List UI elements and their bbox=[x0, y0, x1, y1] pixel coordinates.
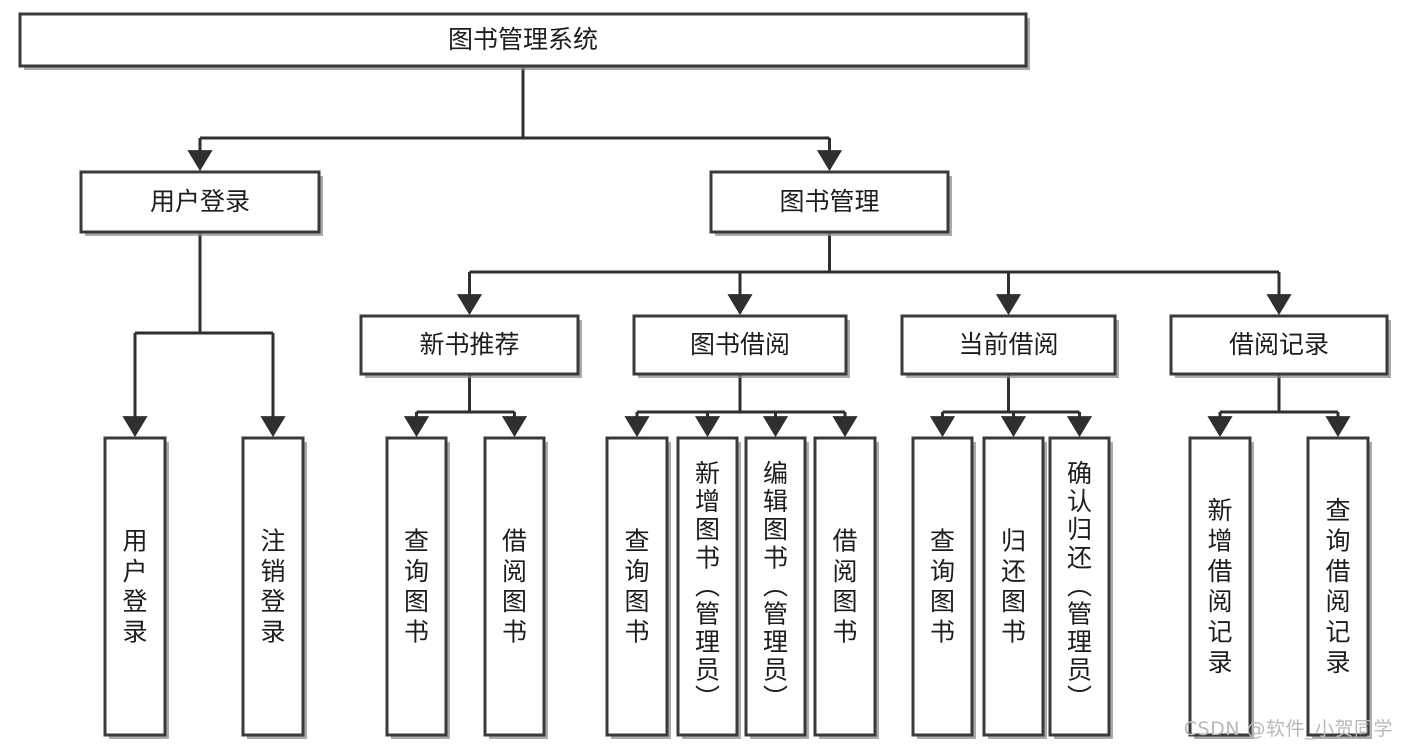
node-label: 新书推荐 bbox=[419, 330, 519, 359]
node-新增借阅记录[interactable]: 新增借阅记录 bbox=[1188, 436, 1254, 739]
node-查询图书[interactable]: 查询图书 bbox=[385, 436, 450, 739]
node-借阅图书[interactable]: 借阅图书 bbox=[813, 436, 879, 739]
node-图书管理系统[interactable]: 图书管理系统 bbox=[18, 12, 1030, 70]
node-label: 确认归还︵管理员︶ bbox=[1067, 459, 1092, 713]
node-label: 查询图书 bbox=[930, 526, 955, 646]
node-label: 图书借阅 bbox=[690, 330, 790, 359]
node-label: 查询图书 bbox=[404, 526, 429, 646]
node-label: 新增图书︵管理员︶ bbox=[695, 459, 720, 713]
node-编辑图书管理员[interactable]: 编辑图书︵管理员︶ bbox=[744, 436, 809, 739]
node-查询图书[interactable]: 查询图书 bbox=[605, 436, 671, 739]
node-label: 借阅记录 bbox=[1229, 330, 1329, 359]
connector-lines bbox=[122, 66, 1351, 438]
node-注销登录[interactable]: 注销登录 bbox=[241, 436, 307, 739]
node-新增图书管理员[interactable]: 新增图书︵管理员︶ bbox=[676, 436, 741, 739]
node-借阅记录[interactable]: 借阅记录 bbox=[1169, 314, 1391, 378]
node-label: 新增借阅记录 bbox=[1207, 496, 1232, 677]
node-label: 借阅图书 bbox=[832, 526, 857, 646]
node-label: 编辑图书︵管理员︶ bbox=[763, 459, 788, 713]
node-查询图书[interactable]: 查询图书 bbox=[911, 436, 976, 739]
node-label: 当前借阅 bbox=[958, 330, 1058, 359]
node-用户登录[interactable]: 用户登录 bbox=[103, 436, 169, 739]
node-查询借阅记录[interactable]: 查询借阅记录 bbox=[1306, 436, 1372, 739]
node-图书借阅[interactable]: 图书借阅 bbox=[632, 314, 850, 378]
node-当前借阅[interactable]: 当前借阅 bbox=[900, 314, 1119, 378]
node-确认归还管理员[interactable]: 确认归还︵管理员︶ bbox=[1048, 436, 1113, 739]
node-图书管理[interactable]: 图书管理 bbox=[709, 170, 952, 236]
node-label: 查询借阅记录 bbox=[1325, 496, 1350, 677]
node-label: 图书管理系统 bbox=[448, 25, 598, 54]
node-boxes: 图书管理系统用户登录图书管理新书推荐图书借阅当前借阅借阅记录用户登录注销登录查询… bbox=[18, 12, 1391, 739]
node-label: 查询图书 bbox=[624, 526, 649, 646]
node-归还图书[interactable]: 归还图书 bbox=[982, 436, 1047, 739]
node-label: 归还图书 bbox=[1001, 526, 1026, 646]
node-新书推荐[interactable]: 新书推荐 bbox=[359, 314, 582, 378]
node-用户登录[interactable]: 用户登录 bbox=[79, 170, 323, 236]
node-label: 注销登录 bbox=[260, 526, 285, 646]
node-label: 用户登录 bbox=[122, 526, 147, 646]
node-借阅图书[interactable]: 借阅图书 bbox=[483, 436, 548, 739]
node-label: 用户登录 bbox=[150, 187, 250, 216]
node-label: 借阅图书 bbox=[502, 526, 527, 646]
node-label: 图书管理 bbox=[779, 187, 879, 216]
